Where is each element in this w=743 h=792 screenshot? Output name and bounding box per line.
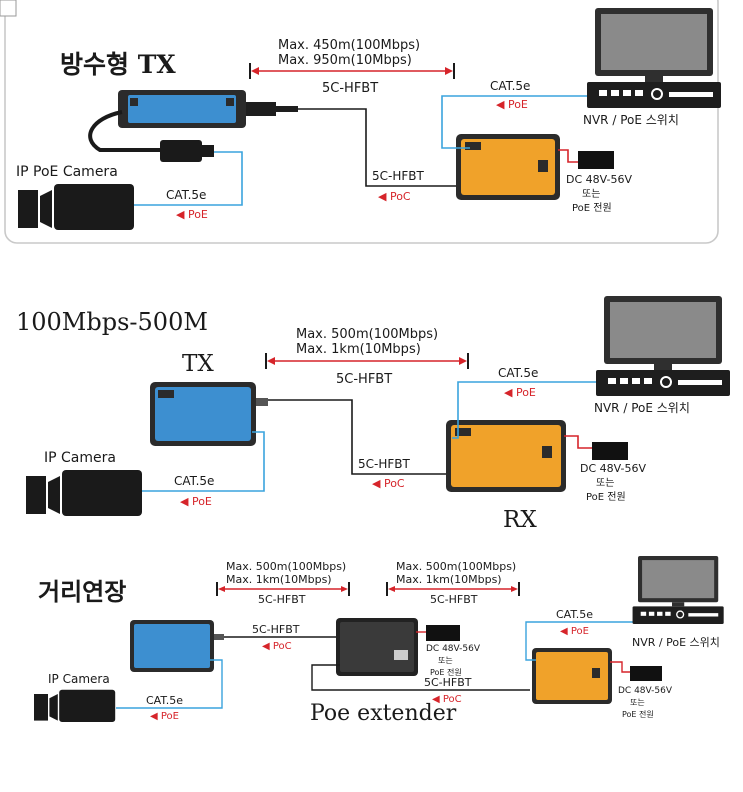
section2-cat-cable-top: [452, 381, 596, 439]
section2-psu-cable: [564, 435, 592, 449]
section2-coax-label: 5C-HFBT: [358, 457, 411, 471]
ext-psu-line2: 또는: [438, 656, 453, 665]
section3-nvr-label: NVR / PoE 스위치: [632, 636, 720, 649]
section1-camera-label: IP PoE Camera: [16, 164, 118, 180]
section1-dimension-arrow: [249, 63, 455, 79]
section3-cat-power-bottom: ◀ PoE: [150, 711, 179, 722]
section1-camera-icon: [18, 184, 134, 230]
section3-range-a-line1: Max. 500m(100Mbps): [226, 560, 346, 573]
section-waterproof-tx: 방수형 TX Max. 450m(100Mbps) Max. 950m(10Mb…: [0, 0, 722, 244]
section3-cat-label-top: CAT.5e: [556, 608, 593, 621]
section3-range-a-cable: 5C-HFBT: [258, 593, 306, 606]
section3-nvr-icon: [631, 555, 725, 625]
section3-coax-label-a: 5C-HFBT: [252, 623, 300, 636]
section1-nvr-label: NVR / PoE 스위치: [583, 113, 679, 127]
section1-frame: [4, 0, 719, 244]
section3-cat-cable-bottom: [116, 659, 223, 709]
section-distance-extension: 거리연장 Max. 500m(100Mbps) Max. 1km(10Mbps)…: [34, 555, 725, 726]
section2-psu-line1: DC 48V-56V: [580, 462, 646, 475]
section1-coax-label: 5C-HFBT: [372, 169, 425, 183]
section2-cat-label-top: CAT.5e: [498, 366, 538, 380]
ext-psu-box: [426, 625, 460, 641]
section1-range-line2: Max. 950m(10Mbps): [278, 53, 412, 68]
section3-camera-label: IP Camera: [48, 672, 110, 686]
section1-coax-power: ◀ PoC: [378, 190, 411, 203]
section2-range-cable: 5C-HFBT: [336, 372, 392, 387]
section2-tx-label: TX: [182, 351, 214, 377]
section2-range-line2: Max. 1km(10Mbps): [296, 342, 421, 357]
section2-cat-label-bottom: CAT.5e: [174, 474, 214, 488]
section2-nvr-label: NVR / PoE 스위치: [594, 401, 690, 415]
section2-psu-box: [592, 442, 628, 460]
section2-title: 100Mbps-500M: [16, 308, 208, 336]
section3-camera-icon: [34, 689, 116, 722]
section3-psu-line3: PoE 전원: [622, 709, 654, 719]
section2-psu-line3: PoE 전원: [586, 491, 626, 503]
section2-camera-icon: [26, 470, 142, 516]
section2-tx-device: [150, 382, 268, 446]
section1-psu-box: [578, 151, 614, 169]
corner-mark: [0, 0, 17, 17]
section3-coax-power-a: ◀ PoC: [262, 641, 292, 652]
section2-dimension-arrow: [265, 353, 469, 369]
section3-cat-cable-top: [525, 621, 636, 661]
section3-cat-power-top: ◀ PoE: [560, 626, 589, 637]
section1-rx-device: [456, 134, 560, 200]
section1-psu-cable: [558, 149, 578, 163]
section-100mbps-500m: 100Mbps-500M TX RX Max. 500m(100Mbps) Ma…: [16, 295, 731, 533]
section3-cat-label-bottom: CAT.5e: [146, 694, 183, 707]
section1-title: 방수형 TX: [60, 50, 176, 79]
section2-psu-line2: 또는: [596, 477, 614, 489]
section2-camera-label: IP Camera: [44, 450, 116, 466]
section3-rx-device: [532, 648, 612, 704]
section1-coax-cable: [298, 108, 468, 187]
section1-cat-cable-bottom: [134, 151, 243, 206]
section3-psu-line2: 또는: [630, 698, 645, 707]
section3-range-b-line2: Max. 1km(10Mbps): [396, 573, 502, 586]
section1-cat-power-bottom: ◀ PoE: [176, 208, 208, 221]
section3-coax-label-b: 5C-HFBT: [424, 676, 472, 689]
section2-rx-device: [446, 420, 566, 492]
section3-psu-cable: [610, 661, 630, 673]
section3-range-a-line2: Max. 1km(10Mbps): [226, 573, 332, 586]
section2-nvr-icon: [595, 295, 731, 397]
section3-psu-box: [630, 666, 662, 681]
rj45-plug: [160, 140, 202, 162]
section3-coax-cable-b: [311, 664, 530, 691]
section1-range-line1: Max. 450m(100Mbps): [278, 38, 420, 53]
section2-rx-label: RX: [503, 507, 537, 533]
section1-range-cable: 5C-HFBT: [322, 81, 378, 96]
extender-label: Poe extender: [310, 701, 457, 726]
section1-nvr-icon: [586, 7, 722, 109]
section2-coax-cable: [268, 399, 456, 475]
section2-coax-power: ◀ PoC: [372, 477, 405, 490]
section3-title: 거리연장: [38, 577, 126, 606]
section2-cat-power-top: ◀ PoE: [504, 386, 536, 399]
section1-cat-label-top: CAT.5e: [490, 79, 530, 93]
ext-psu-line3: PoE 전원: [430, 667, 462, 677]
section1-psu-line1: DC 48V-56V: [566, 173, 632, 186]
section3-range-b-line1: Max. 500m(100Mbps): [396, 560, 516, 573]
section3-psu-line1: DC 48V-56V: [618, 686, 673, 696]
section3-coax-power-b: ◀ PoC: [432, 694, 462, 705]
section3-dimension-arrow-b: [386, 582, 520, 596]
tx-pigtail-cable: [88, 110, 160, 152]
ext-psu-line1: DC 48V-56V: [426, 644, 481, 654]
section3-tx-device: [130, 620, 224, 672]
section2-range-line1: Max. 500m(100Mbps): [296, 327, 438, 342]
waterproof-tx-device: [118, 90, 298, 128]
section1-cat-label-bottom: CAT.5e: [166, 188, 206, 202]
poe-extender-device: [336, 618, 418, 676]
section2-cat-cable-bottom: [142, 431, 265, 492]
section1-cat-cable-top: [441, 95, 592, 149]
section1-psu-line2: 또는: [582, 188, 600, 200]
section1-psu-line3: PoE 전원: [572, 202, 612, 214]
section3-range-b-cable: 5C-HFBT: [430, 593, 478, 606]
section1-cat-power-top: ◀ PoE: [496, 98, 528, 111]
section2-cat-power-bottom: ◀ PoE: [180, 495, 212, 508]
section3-dimension-arrow-a: [216, 582, 350, 596]
rj45-plug-tip: [202, 145, 214, 157]
